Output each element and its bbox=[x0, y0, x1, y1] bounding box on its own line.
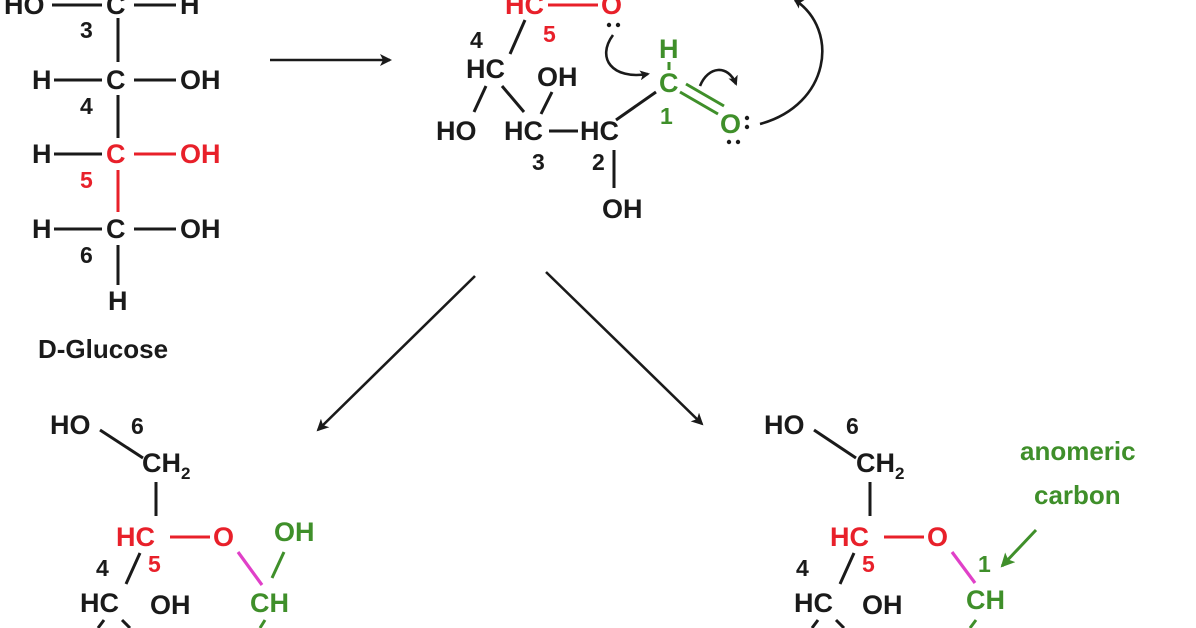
anomeric-label-line1: anomeric bbox=[1020, 436, 1136, 466]
cl-oh4: OH bbox=[150, 590, 191, 620]
oc-ho4: HO bbox=[436, 116, 477, 146]
c5-number: 5 bbox=[80, 167, 93, 193]
oc-hc3: HC bbox=[504, 116, 543, 146]
c4-h-label: H bbox=[32, 65, 52, 95]
c4-number: 4 bbox=[80, 93, 93, 119]
oc-n3: 3 bbox=[532, 149, 545, 175]
c5-h-label: H bbox=[32, 139, 52, 169]
cr-o-ring: O bbox=[927, 522, 948, 552]
d-glucose-structure: HO C H 3 H C OH 4 H C OH 5 H C OH 6 H D-… bbox=[4, 0, 221, 364]
cr-ho6: HO bbox=[764, 410, 805, 440]
cyclic-product-left: HO 6 CH2 HC 5 O OH CH 4 HC OH bbox=[50, 410, 315, 628]
cr-hc4: HC bbox=[794, 588, 833, 618]
cr-n1: 1 bbox=[978, 551, 991, 577]
cr-ch1: CH bbox=[966, 585, 1005, 615]
cr-n6: 6 bbox=[846, 413, 859, 439]
oc-n5: 5 bbox=[543, 21, 556, 47]
c5-carbon: C bbox=[106, 139, 126, 169]
c6-carbon: C bbox=[106, 214, 126, 244]
cl-ho6: HO bbox=[50, 410, 91, 440]
oc-o1: O bbox=[720, 109, 741, 139]
cr-oh4: OH bbox=[862, 590, 903, 620]
cyclic-product-right: HO 6 CH2 HC 5 O anomeric carbon 1 CH 4 H… bbox=[764, 410, 1136, 628]
c3-number: 3 bbox=[80, 17, 93, 43]
c4-oh-label: OH bbox=[180, 65, 221, 95]
c3-carbon: C bbox=[106, 0, 126, 20]
oc-hc2: HC bbox=[580, 116, 619, 146]
oc-hc4: HC bbox=[466, 54, 505, 84]
cr-n5: 5 bbox=[862, 551, 875, 577]
c6-h-label: H bbox=[32, 214, 52, 244]
cl-hc5: HC bbox=[116, 522, 155, 552]
cl-n6: 6 bbox=[131, 413, 144, 439]
c3-ho-label: HO bbox=[4, 0, 45, 20]
oc-o5: O bbox=[601, 0, 622, 20]
mechanism-arrow-proton bbox=[759, 0, 824, 126]
anomeric-label-line2: carbon bbox=[1034, 480, 1121, 510]
oc-oh3: OH bbox=[537, 62, 578, 92]
c4-carbon: C bbox=[106, 65, 126, 95]
cr-ch2: CH2 bbox=[856, 448, 904, 483]
bottom-h-label: H bbox=[108, 286, 128, 316]
cl-n5: 5 bbox=[148, 551, 161, 577]
d-glucose-caption: D-Glucose bbox=[38, 334, 168, 364]
reaction-arrow-left-product bbox=[316, 275, 476, 432]
oc-c1: C bbox=[659, 68, 679, 98]
cr-hc5: HC bbox=[830, 522, 869, 552]
cl-ch2: CH2 bbox=[142, 448, 190, 483]
cl-o-ring: O bbox=[213, 522, 234, 552]
mechanism-arrow-carbonyl bbox=[698, 68, 738, 87]
cl-oh1: OH bbox=[274, 517, 315, 547]
oc-oh2: OH bbox=[602, 194, 643, 224]
reaction-arrow-right-product bbox=[545, 271, 704, 426]
c6-number: 6 bbox=[80, 242, 93, 268]
cl-hc4: HC bbox=[80, 588, 119, 618]
oc-h1: H bbox=[659, 34, 679, 64]
anomeric-pointer-arrow bbox=[1000, 528, 1038, 568]
cr-n4: 4 bbox=[796, 555, 809, 581]
c3-h-label: H bbox=[180, 0, 200, 20]
mechanism-arrow-o5-attack bbox=[604, 34, 650, 81]
cl-ch1: CH bbox=[250, 588, 289, 618]
oc-n4: 4 bbox=[470, 27, 483, 53]
c5-oh-label: OH bbox=[180, 139, 221, 169]
cl-n4: 4 bbox=[96, 555, 109, 581]
open-chain-structure: HC O 5 4 HC HO HC OH 3 HC 2 OH H C 1 O bbox=[436, 0, 824, 224]
oc-n1: 1 bbox=[660, 103, 673, 129]
oc-hc5: HC bbox=[505, 0, 544, 20]
c6-oh-label: OH bbox=[180, 214, 221, 244]
oc-n2: 2 bbox=[592, 149, 605, 175]
